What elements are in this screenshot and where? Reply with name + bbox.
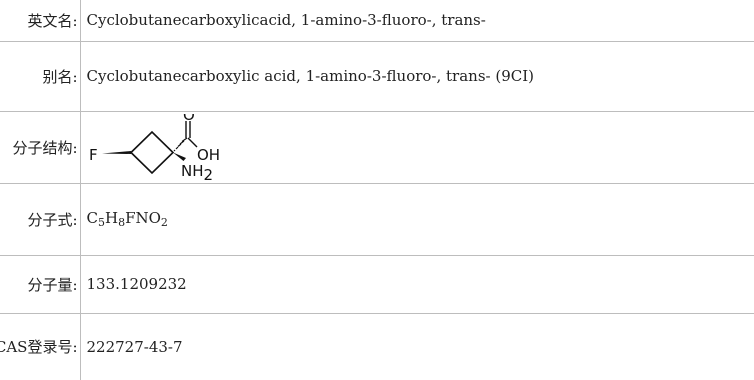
wedge-bond-amine <box>172 152 186 161</box>
hashed-bond-carboxyl <box>173 137 187 152</box>
molecular-formula: C5H8FNO2 <box>80 183 754 256</box>
weight-label: 分子量: <box>27 275 78 294</box>
structure-label: 分子结构: <box>12 138 78 157</box>
cas-number-value: 222727-43-7 <box>86 337 183 356</box>
hydroxyl-bond <box>187 137 197 148</box>
structure-row: 分子结构: F <box>0 111 754 184</box>
cas-label: CAS登录号: <box>0 338 78 357</box>
amine-group-label: NH2 <box>181 162 213 182</box>
cas-row: CAS登录号: 222727-43-7 <box>0 313 754 380</box>
formula-label: 分子式: <box>27 210 78 229</box>
hydroxyl-group-label: OH <box>197 146 220 164</box>
oxygen-atom-label: O <box>183 114 195 124</box>
molecular-structure-image: F O <box>89 114 220 182</box>
alias-row: 别名: Cyclobutanecarboxylic acid, 1-amino-… <box>0 41 754 112</box>
alias-label: 别名: <box>42 67 78 86</box>
alias-value: Cyclobutanecarboxylic acid, 1-amino-3-fl… <box>80 41 754 112</box>
fluorine-atom-label: F <box>89 146 98 164</box>
molecular-weight-value: 133.1209232 <box>80 255 754 314</box>
english-name-label: 英文名: <box>27 11 78 30</box>
wedge-bond-fluorine <box>101 151 131 154</box>
weight-row: 分子量: 133.1209232 <box>0 255 754 314</box>
english-name-value: Cyclobutanecarboxylicacid, 1-amino-3-flu… <box>80 0 754 42</box>
formula-row: 分子式: C5H8FNO2 <box>0 183 754 256</box>
english-name-row: 英文名: Cyclobutanecarboxylicacid, 1-amino-… <box>0 0 754 42</box>
cyclobutane-ring <box>129 130 174 175</box>
